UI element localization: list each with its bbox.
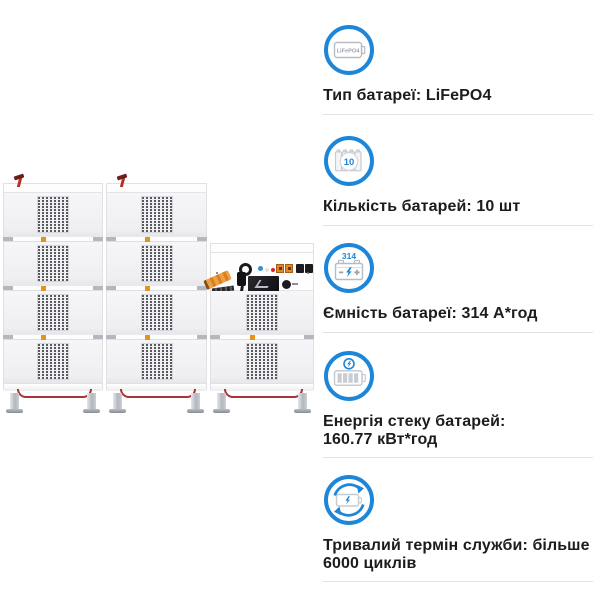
spec-label: Кількість батарей: 10 шт: [323, 198, 521, 215]
battery-cabinet-right-control: [203, 243, 314, 413]
divider: [323, 331, 593, 333]
cabinet-top: [211, 244, 313, 253]
battery-stack-illustration: [0, 175, 320, 425]
module-divider: [210, 334, 314, 340]
spec-label: Ємність батареї: 314 А*год: [323, 305, 538, 322]
vent-grille: [140, 196, 173, 233]
black-plug: [237, 272, 246, 286]
cabinet-leg: [83, 393, 100, 413]
spec-item-cycle-life: Тривалий термін служби: більше 6000 цикл…: [323, 474, 593, 582]
battery-module: [4, 340, 102, 383]
orange-indicator: [41, 286, 47, 291]
red-cable: [16, 389, 93, 398]
battery-module: [4, 242, 102, 285]
battery-cycles-icon: [324, 475, 374, 525]
orange-indicator: [144, 237, 150, 242]
orange-connector-port: [285, 264, 293, 273]
cabinet-top: [4, 184, 102, 193]
spec-label: Тип батареї: LiFePO4: [323, 87, 492, 104]
battery-module: [107, 291, 206, 334]
red-indicator-icon: [271, 268, 275, 272]
round-connector: [282, 280, 298, 289]
red-cable: [224, 389, 303, 398]
battery-module: [4, 193, 102, 236]
spec-item-battery-type: LiFePO4 Тип батареї: LiFePO4: [323, 24, 593, 115]
orange-indicator: [249, 335, 255, 340]
module-divider: [3, 334, 103, 340]
cabinet-leg: [213, 393, 230, 413]
battery-module: [211, 291, 313, 334]
cabinet-leg: [109, 393, 126, 413]
battery-module: [107, 242, 206, 285]
divider: [323, 224, 593, 226]
divider: [323, 113, 593, 115]
module-divider: [3, 236, 103, 242]
black-connector-port: [296, 264, 304, 273]
cabinet-base: [107, 383, 206, 398]
cabinet-base: [4, 383, 102, 398]
vent-grille: [140, 294, 173, 331]
screw-icon: [307, 272, 309, 274]
orange-connector-port: [276, 264, 284, 273]
divider: [323, 581, 593, 582]
red-handle-icon: [117, 176, 128, 187]
vent-grille: [140, 343, 173, 380]
battery-cabinet-middle: [106, 183, 207, 413]
divider: [323, 457, 593, 458]
module-divider: [106, 285, 207, 291]
display-screen: [248, 276, 279, 293]
module-divider: [106, 236, 207, 242]
spec-item-stack-energy: Енергія стеку батарей: 160.77 кВт*год: [323, 350, 593, 458]
battery-module: [4, 291, 102, 334]
cabinet-leg: [6, 393, 23, 413]
svg-text:314: 314: [342, 251, 356, 261]
spec-label: Тривалий термін служби: більше 6000 цикл…: [323, 537, 590, 572]
blue-indicator-icon: [258, 266, 263, 271]
orange-indicator: [144, 286, 150, 291]
spec-label: Енергія стеку батарей: 160.77 кВт*год: [323, 413, 506, 448]
spec-list: LiFePO4 Тип батареї: LiFePO4 10 Кількіст…: [323, 0, 593, 600]
svg-text:LiFePO4: LiFePO4: [337, 48, 361, 54]
vent-grille: [246, 343, 278, 380]
svg-text:10: 10: [344, 157, 355, 168]
red-cable: [119, 389, 197, 398]
orange-indicator: [144, 335, 150, 340]
battery-module: [107, 340, 206, 383]
battery-count-icon: 10: [324, 136, 374, 186]
vent-grille: [140, 245, 173, 282]
vent-grille: [37, 294, 69, 331]
cabinet-leg: [294, 393, 311, 413]
spec-item-battery-count: 10 Кількість батарей: 10 шт: [323, 135, 593, 226]
screw-icon: [216, 272, 218, 274]
battery-module: [211, 340, 313, 383]
battery-capacity-icon: 314: [324, 243, 374, 293]
battery-module: [107, 193, 206, 236]
orange-indicator: [41, 335, 47, 340]
black-connector-port: [305, 264, 313, 273]
vent-grille: [37, 343, 69, 380]
module-divider: [3, 285, 103, 291]
cabinet-base: [211, 383, 313, 398]
cabinet-top: [107, 184, 206, 193]
battery-energy-icon: [324, 351, 374, 401]
control-panel: [203, 253, 313, 294]
spec-item-battery-capacity: 314 Ємність батареї: 314 А*год: [323, 242, 593, 333]
vent-grille: [37, 196, 69, 233]
cabinet-leg: [187, 393, 204, 413]
battery-cabinet-left: [3, 183, 103, 413]
vent-grille: [246, 294, 278, 331]
orange-indicator: [41, 237, 47, 242]
red-handle-icon: [14, 176, 25, 187]
pale-indicator-icon: [265, 268, 269, 272]
module-divider: [106, 334, 207, 340]
vent-grille: [37, 245, 69, 282]
lifepo4-battery-icon: LiFePO4: [324, 25, 374, 75]
